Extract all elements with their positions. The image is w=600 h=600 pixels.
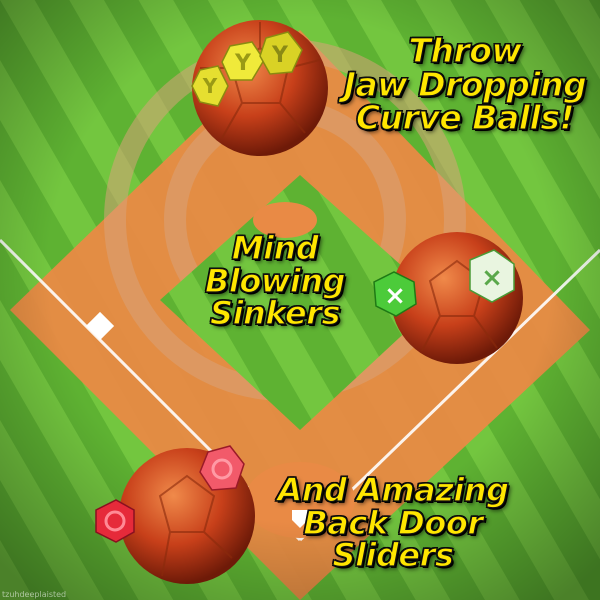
- svg-text:Y: Y: [234, 51, 252, 76]
- caption-line: Jaw Dropping: [343, 64, 587, 104]
- svg-text:Y: Y: [271, 43, 289, 68]
- sinker-ball-image: × ×: [373, 232, 523, 364]
- caption-sinkers: Mind Blowing Sinkers: [180, 229, 370, 333]
- caption-line: And Amazing: [277, 471, 510, 509]
- caption-line: Curve Balls!: [355, 98, 575, 138]
- svg-text:Y: Y: [202, 74, 218, 98]
- svg-text:×: ×: [481, 263, 503, 293]
- caption-line: Back Door: [303, 503, 484, 542]
- caption-line: Sinkers: [209, 294, 341, 333]
- curve-ball-image: Y Y Y: [191, 20, 328, 156]
- caption-line: Sliders: [332, 536, 455, 575]
- caption-sliders: And Amazing Back Door Sliders: [258, 471, 528, 575]
- caption-line: Throw: [408, 31, 523, 70]
- y-grip-icon: Y Y Y: [191, 31, 303, 107]
- caption-curve-balls: Throw Jaw Dropping Curve Balls!: [330, 31, 600, 138]
- x-grip-icon: × ×: [373, 249, 515, 317]
- o-grip-icon: [95, 445, 245, 543]
- image-credit: tzuhdeeplaisted: [2, 590, 67, 599]
- caption-line: Mind: [231, 229, 319, 267]
- caption-line: Blowing: [204, 261, 346, 300]
- slider-ball-image: [95, 445, 255, 584]
- svg-text:×: ×: [384, 281, 406, 311]
